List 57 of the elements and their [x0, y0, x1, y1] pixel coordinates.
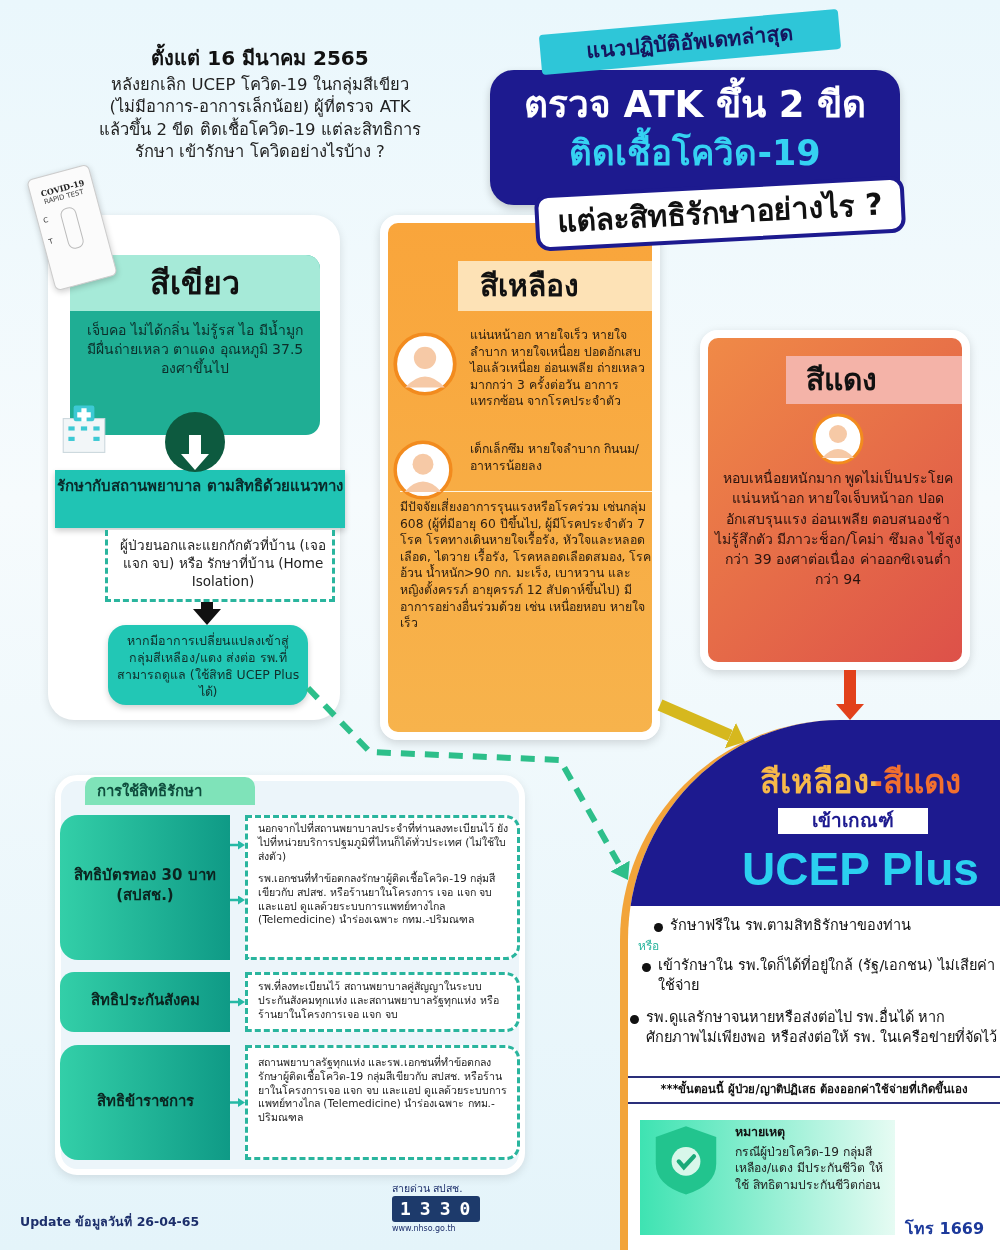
rights-box — [60, 972, 230, 1032]
tag-label: แนวปฏิบัติอัพเดทล่าสุด — [538, 9, 842, 76]
rights-detail: รพ.ที่ลงทะเบียนไว้ สถานพยาบาลคู่สัญญาในระบบ ประกันสังคมทุกแห่ง และสถานพยาบาลรัฐทุกแห่ง หรือร้านยาในโครงการเจอ แจก จบ — [258, 980, 500, 1022]
symptom-text: แน่นหน้าอก หายใจเร็ว หายใจลำบาก หายใจเหนื่อย ปอดอักเสบ ไอแล้วเหนื่อย อ่อนเพลีย ถ่ายเหลวมากกว่า 3 ครั้งต่อวัน อาการแทรกซ้อน จากโรคประจำตัว — [470, 327, 646, 410]
care-text: ผู้ป่วยนอกและแยกกักตัวที่บ้าน (เจอ แจก จบ) หรือ รักษาที่บ้าน (Home Isolation) — [119, 536, 327, 591]
or-text: หรือ — [638, 938, 660, 955]
risk-text: มีปัจจัยเสี่ยงอาการรุนแรงหรือโรคร่วม เช่นกลุ่ม 608 (ผู้ที่มีอายุ 60 ปีขึ้นไป, ผู้มีโรคประจำตัว 7 โรค โรคทางเดินหายใจเรื้อรัง, หัวใจและหลอดเลือด, ไตวาย เรื้อรัง, โรคหลอดเลือดสมอง, โรคอ้วน น้ำหนัก>90 กก. มะเร็ง, เบาหวาน และหญิงตั้งครรภ์ อายุครรภ์ 12 สัปดาห์ขึ้นไป) มีอาการอย่างอื่นร่วมด้วย เช่น เหนื่อยหอบ หายใจเร็ว — [400, 499, 652, 632]
rights-detail-box — [245, 1045, 520, 1160]
symptom-text: เด็กเล็กซึม หายใจลำบาก กินนม/อาหารน้อยลง — [470, 441, 640, 475]
arrow — [230, 895, 245, 905]
rights-box — [60, 815, 230, 960]
card-heading: สีแดง — [786, 356, 962, 404]
note-panel — [640, 1120, 895, 1235]
update-note: Update ข้อมูลวันที่ 26-04-65 — [20, 1214, 201, 1231]
phone-number: โทร 1669 — [905, 1218, 986, 1240]
symptom-text: หอบเหนื่อยหนักมาก พูดไม่เป็นประโยค แน่นหน้าอก หายใจเจ็บหน้าอก ปอดอักเสบรุนแรง อ่อนเพลีย ตอบสนองช้า ไม่รู้สึกตัว มีภาวะช็อก/โคม่า ซึมลง ไข้สูงกว่า 39 องศาต่อเนื่อง ค่าออกซิเจนต่ำกว่า 94 — [714, 468, 962, 590]
hotline-number: 1330 — [392, 1196, 480, 1223]
treatment-banner — [55, 470, 345, 528]
bullet-text: รักษาฟรีใน รพ.ตามสิทธิรักษาของท่าน — [670, 916, 913, 935]
rights-detail: รพ.เอกชนที่ทำข้อตกลงรักษาผู้ติดเชื้อโควิด-19 กลุ่มสีเขียวกับ สปสช. หรือร้านยาในโครงการ เจอ แจก จบ และแอป ดูแลด้วยระบบการแพทย์ทางไกล (Telemedicine) นำร่องเฉพาะ กทม.-ปริมณฑล — [258, 872, 497, 928]
criteria-title: UCEP Plus — [741, 842, 980, 897]
intro-text: หลังยกเลิก UCEP โควิด-19 ในกลุ่มสีเขียว (ไม่มีอาการ-อาการเล็กน้อย) ผู้ที่ตรวจ ATK แล้วขึ้น 2 ขีด ติดเชื้อโควิด-19 แต่ละสิทธิการรักษา เข้ารักษา โควิดอย่างไรบ้าง ? — [98, 74, 422, 163]
symptom-text: เจ็บคอ ไม่ได้กลิ่น ไม่รู้รส ไอ มีน้ำมูก มีผื่นถ่ายเหลว ตาแดง อุณหภูมิ 37.5 องศาขึ้นไป — [85, 321, 305, 378]
card-heading: สีเหลือง — [458, 261, 652, 311]
referral-box — [108, 625, 308, 705]
arrow — [230, 1098, 245, 1107]
rights-box — [60, 1045, 230, 1160]
date-heading: ตั้งแต่ 16 มีนาคม 2565 — [95, 45, 425, 72]
arrow — [657, 699, 745, 749]
rights-name: สิทธิประกันสังคม — [89, 990, 201, 1011]
bullet-text: รพ.ดูแลรักษาจนหายหรือส่งต่อไป รพ.อื่นได้ หากศักยภาพไม่เพียงพอ หรือส่งต่อให้ รพ. ในเครือข่ายที่จัดไว้ — [646, 1008, 998, 1047]
symptom-card — [700, 330, 970, 670]
arrow — [193, 602, 221, 625]
section-tab: การใช้สิทธิรักษา — [85, 777, 255, 806]
arrow — [230, 840, 245, 850]
arrow — [181, 435, 209, 470]
arrow — [230, 997, 245, 1007]
rights-name: สิทธิบัตรทอง 30 บาท (สปสช.) — [73, 865, 217, 906]
hotline-label: สายด่วน สปสช. — [392, 1181, 464, 1196]
rights-detail-box — [245, 815, 520, 960]
bullet-text: เข้ารักษาใน รพ.ใดก็ได้ที่อยู่ใกล้ (รัฐ/เอกชน) ไม่เสียค่าใช้จ่าย — [658, 956, 996, 995]
rights-panel — [55, 775, 525, 1175]
banner-text: รักษากับสถานพยาบาล ตามสิทธิด้วยแนวทาง — [56, 476, 344, 497]
arrow — [305, 685, 630, 880]
rights-detail: นอกจากไปที่สถานพยาบาลประจำที่ท่านลงทะเบียนไว้ ยังไปที่หน่วยบริการปฐมภูมิที่ไหนก็ได้ทั่วประเทศ (ไม่ใช้ใบส่งตัว) — [258, 822, 510, 864]
rights-detail-box — [245, 972, 520, 1032]
rights-detail: สถานพยาบาลรัฐทุกแห่ง และรพ.เอกชนที่ทำข้อตกลง รักษาผู้ติดเชื้อโควิด-19 กลุ่มสีเขียวกับ สปสช. หรือร้านยาในโครงการเจอ แจก จบ และแอป ดูแลด้วยระบบการแพทย์ทางไกล (Telemedicine) นำร่องเฉพาะ กทม.-ปริมณฑล — [258, 1056, 509, 1125]
note-text: ***ขั้นตอนนี้ ผู้ป่วย/ญาติปฏิเสธ ต้องออกค่าใช้จ่ายที่เกิดขึ้นเอง — [628, 1076, 1000, 1104]
referral-text: หากมีอาการเปลี่ยนแปลงเข้าสู่ กลุ่มสีเหลือง/แดง ส่งต่อ รพ.ที่สามารถดูแล (ใช้สิทธิ UCEP Plus ได้) — [115, 633, 301, 701]
arrow — [836, 670, 864, 720]
care-box — [105, 530, 335, 602]
rights-name: สิทธิข้าราชการ — [95, 1091, 195, 1112]
criteria-tag: เข้าเกณฑ์ — [778, 808, 928, 834]
note-heading: หมายเหตุ — [735, 1124, 786, 1141]
note-text: กรณีผู้ป่วยโควิด-19 กลุ่มสีเหลือง/แดง มีประกันชีวิต ให้ใช้ สิทธิตามประกันชีวิตก่อน — [735, 1144, 884, 1194]
card-heading: สีเขียว — [70, 255, 320, 311]
website-address: www.nhso.go.th — [392, 1224, 457, 1235]
